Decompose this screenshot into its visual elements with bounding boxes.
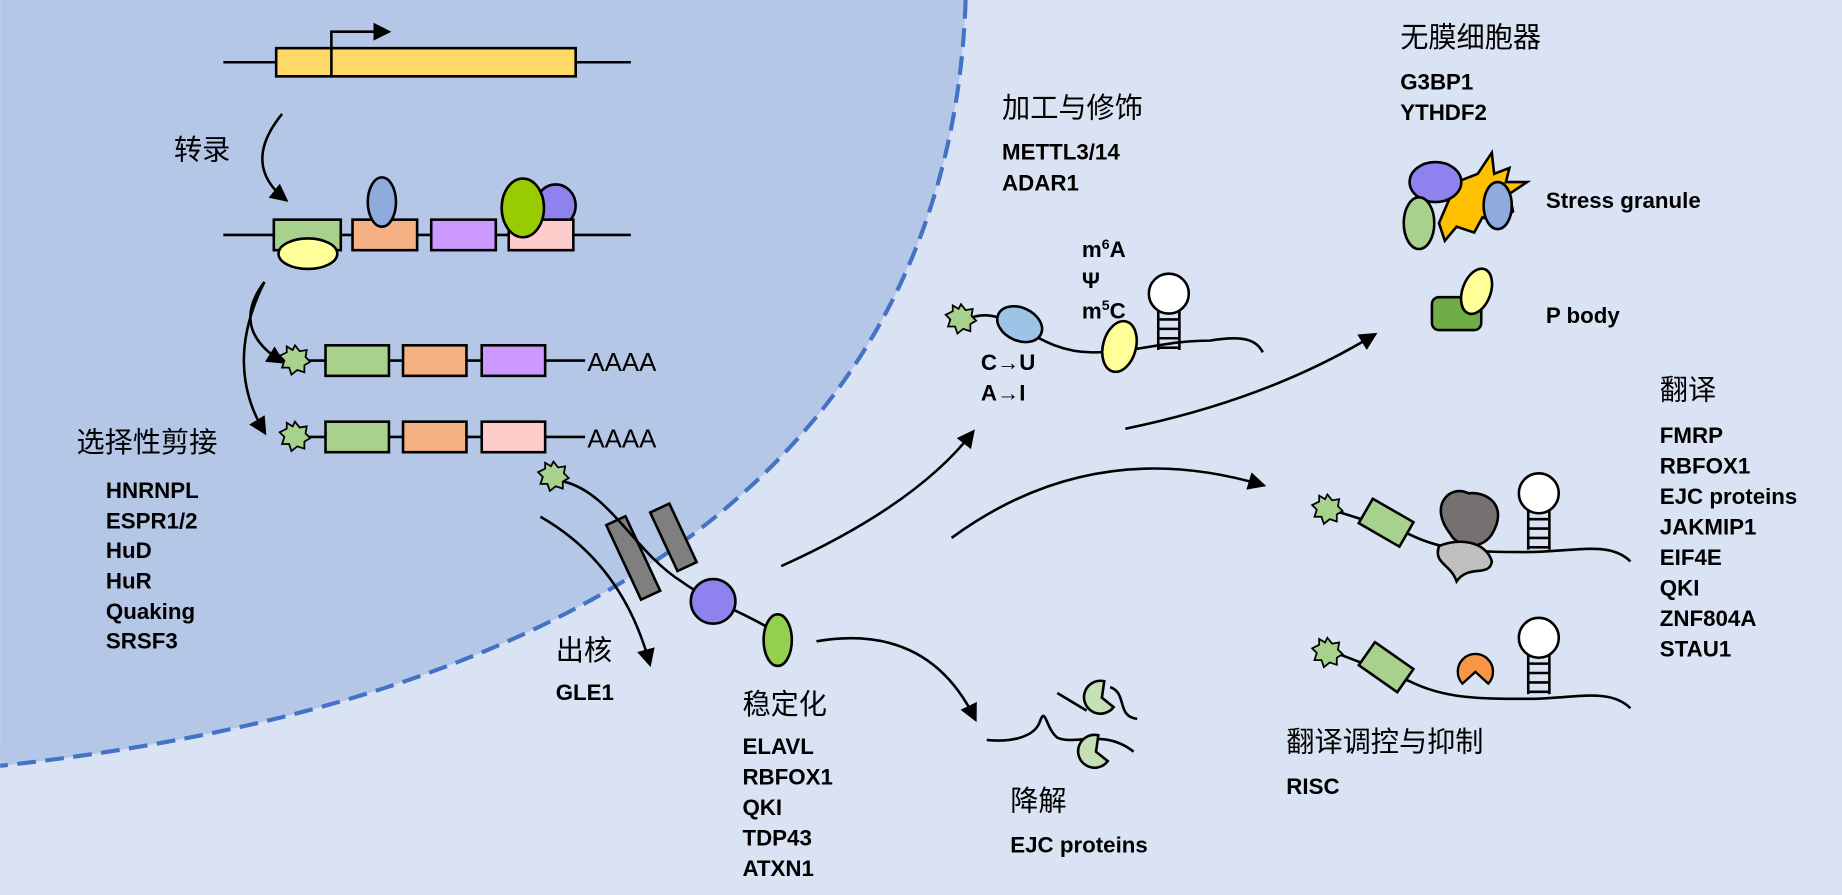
svg-text:EIF4E: EIF4E (1660, 545, 1722, 570)
svg-text:Ψ: Ψ (1082, 268, 1100, 293)
processing-arrow (780, 429, 975, 568)
degraded-mrna (986, 679, 1138, 769)
stress-granule-label: Stress granule (1546, 188, 1701, 213)
repressed-mrna (1311, 616, 1632, 710)
organelle-arrow (1125, 332, 1378, 430)
export-label: 出核 (556, 634, 612, 667)
svg-text:JAKMIP1: JAKMIP1 (1660, 514, 1757, 539)
processing-label: 加工与修饰 (1002, 91, 1143, 124)
processing-protein: ADAR1 (1002, 170, 1079, 195)
polya-tail: AAAA (587, 425, 657, 453)
svg-text:C→U: C→U (981, 350, 1036, 375)
regulation-label: 翻译调控与抑制 (1286, 726, 1483, 759)
svg-text:ESPR1/2: ESPR1/2 (106, 509, 198, 534)
p-body-label: P body (1546, 303, 1621, 328)
gene (223, 22, 631, 78)
svg-text:HuD: HuD (106, 538, 152, 563)
stress-granule-icon (1402, 149, 1532, 251)
modified-mrna (944, 272, 1264, 374)
svg-text:STAU1: STAU1 (1660, 637, 1731, 662)
pre-mrna (223, 176, 631, 271)
svg-text:ELAVL: ELAVL (742, 734, 813, 759)
svg-text:HNRNPL: HNRNPL (106, 478, 199, 503)
svg-text:SRSF3: SRSF3 (106, 628, 178, 653)
stability-label: 稳定化 (742, 688, 827, 721)
translation-label: 翻译 (1660, 373, 1716, 406)
svg-text:ZNF804A: ZNF804A (1660, 606, 1757, 631)
splicing-protein-list: HNRNPL ESPR1/2 HuD HuR Quaking SRSF3 (106, 478, 199, 653)
mrna-isoform-2: AAAA (278, 420, 657, 454)
svg-text:TDP43: TDP43 (742, 826, 811, 851)
exported-mrna (537, 460, 794, 668)
translation-protein-list: FMRP RBFOX1 EJC proteins JAKMIP1 EIF4E Q… (1660, 423, 1798, 662)
transcription-label: 转录 (174, 134, 230, 167)
processing-protein: METTL3/14 (1002, 140, 1120, 165)
nuclear-pore (604, 501, 699, 602)
svg-text:EJC proteins: EJC proteins (1660, 484, 1798, 509)
mrna-isoform-1: AAAA (278, 344, 657, 377)
stability-protein-list: ELAVL RBFOX1 QKI TDP43 ATXN1 (742, 734, 832, 881)
organelles-label: 无膜细胞器 (1400, 21, 1541, 54)
svg-text:QKI: QKI (742, 795, 782, 820)
svg-text:RBFOX1: RBFOX1 (1660, 453, 1750, 478)
rna-modification-list: m6A Ψ m5C C→U A→I (981, 236, 1126, 406)
svg-text:m5C: m5C (1082, 297, 1126, 323)
svg-text:FMRP: FMRP (1660, 423, 1723, 448)
degradation-label: 降解 (1010, 784, 1066, 817)
translating-mrna (1311, 472, 1632, 585)
svg-text:A→I: A→I (981, 381, 1026, 406)
degradation-protein: EJC proteins (1010, 833, 1148, 858)
splicing-arrow-2 (242, 281, 267, 436)
svg-text:Quaking: Quaking (106, 599, 195, 624)
export-arrow (539, 515, 655, 668)
degradation-arrow (816, 637, 977, 723)
organelle-protein: YTHDF2 (1400, 100, 1487, 125)
svg-text:QKI: QKI (1660, 575, 1700, 600)
regulation-protein: RISC (1286, 774, 1339, 799)
splicing-label: 选择性剪接 (77, 426, 218, 459)
nuclear-membrane (0, 0, 968, 768)
transcription-arrow (261, 113, 289, 202)
svg-text:m6A: m6A (1082, 236, 1126, 262)
svg-text:RBFOX1: RBFOX1 (742, 765, 832, 790)
svg-text:ATXN1: ATXN1 (742, 856, 813, 881)
svg-text:HuR: HuR (106, 568, 152, 593)
export-protein: GLE1 (556, 680, 614, 705)
p-body-icon (1430, 267, 1494, 332)
nucleus (0, 0, 966, 766)
splicing-arrow-1 (249, 281, 286, 364)
translation-arrow (950, 467, 1267, 539)
organelle-protein: G3BP1 (1400, 69, 1473, 94)
polya-tail: AAAA (587, 349, 657, 377)
